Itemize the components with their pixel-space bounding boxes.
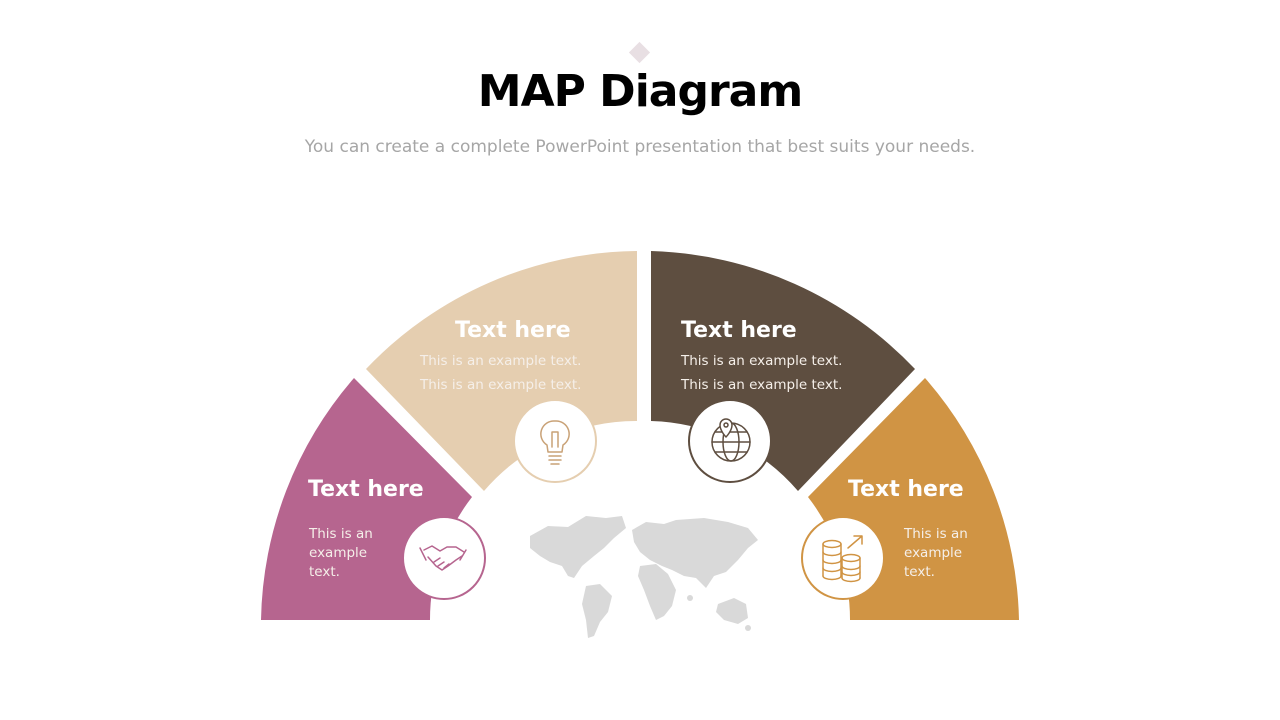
- segment-4-text-line-3: text.: [904, 564, 935, 580]
- segment-1-text-line-3: text.: [309, 564, 340, 580]
- coins-growth-icon: [801, 516, 885, 600]
- world-map-icon: [530, 516, 758, 638]
- handshake-icon: [402, 516, 486, 600]
- segment-4-text-line-2: example: [904, 545, 962, 561]
- segment-2-text-line-2: This is an example text.: [419, 377, 581, 393]
- globe-pin-icon: [688, 399, 772, 483]
- segment-3-text-line-1: This is an example text.: [680, 353, 842, 369]
- segment-4-text-line-1: This is an: [903, 526, 968, 542]
- segment-1-title: Text here: [308, 477, 424, 502]
- segment-2-text-line-1: This is an example text.: [419, 353, 581, 369]
- page-title: MAP Diagram: [477, 66, 803, 117]
- segment-1-text-line-1: This is an: [308, 526, 373, 542]
- lightbulb-icon: [513, 399, 597, 483]
- segment-2-title: Text here: [455, 318, 571, 343]
- segment-4-title: Text here: [848, 477, 964, 502]
- page-subtitle: You can create a complete PowerPoint pre…: [304, 137, 976, 157]
- segment-1-text-line-2: example: [309, 545, 367, 561]
- segment-3-title: Text here: [681, 318, 797, 343]
- segment-3-text-line-2: This is an example text.: [680, 377, 842, 393]
